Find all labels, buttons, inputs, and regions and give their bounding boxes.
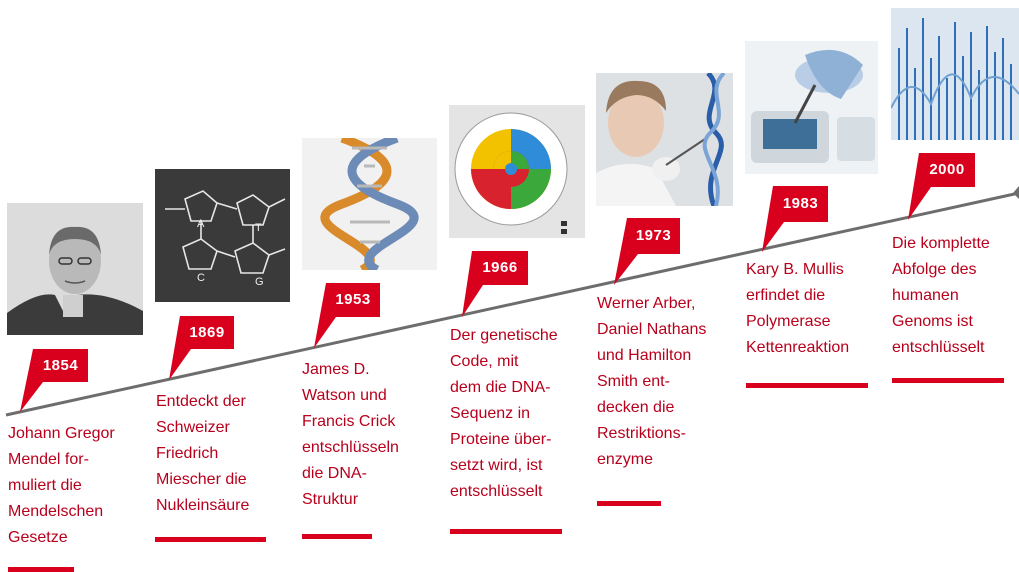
svg-text:G: G (255, 276, 264, 288)
photo-genome-sequence-chart (891, 8, 1019, 140)
underline-1966 (450, 529, 562, 534)
svg-text:C: C (197, 272, 205, 284)
year-label-2000: 2000 (929, 161, 965, 178)
photo-scientist-dna (596, 73, 733, 206)
svg-text:T: T (255, 222, 262, 234)
photo-chalkboard-structure: A T C G (155, 169, 290, 302)
underline-1854 (8, 567, 74, 572)
year-label-1966: 1966 (482, 259, 518, 276)
underline-1983 (746, 383, 868, 388)
caption-1953: James D. Watson und Francis Crick entsch… (302, 361, 399, 508)
year-badge-1966 (462, 251, 528, 317)
year-label-1854: 1854 (42, 357, 79, 374)
underline-2000 (892, 378, 1004, 383)
timeline-arrow-tip (1013, 186, 1019, 199)
year-label-1869: 1869 (189, 324, 225, 341)
caption-2000: Die komplette Abfolge des humanen Genoms… (892, 235, 990, 356)
svg-text:A: A (197, 218, 205, 230)
caption-1973: Werner Arber, Daniel Nathans und Hamilto… (597, 295, 707, 468)
caption-1966: Der genetische Code, mit dem die DNA- Se… (450, 327, 558, 500)
underline-1973 (597, 501, 661, 506)
year-badge-1973 (614, 218, 680, 285)
caption-1854: Johann Gregor Mendel for- muliert die Me… (8, 425, 115, 546)
underline-1869 (155, 537, 266, 542)
year-badge-1854 (20, 349, 88, 412)
underline-1953 (302, 534, 372, 539)
year-label-1953: 1953 (335, 291, 371, 308)
year-badge-2000 (908, 153, 975, 220)
year-badge-1983 (762, 186, 828, 252)
photo-mendel-portrait (7, 203, 143, 335)
timeline-line (5, 191, 1019, 417)
year-label-1983: 1983 (782, 195, 819, 212)
year-badge-1869 (169, 316, 234, 380)
photo-dna-helix (302, 138, 437, 270)
year-badge-1953 (314, 283, 380, 348)
caption-1983: Kary B. Mullis erfindet die Polymerase K… (746, 261, 850, 356)
photo-lab-pipetting (745, 41, 878, 174)
caption-1869: Entdeckt der Schweizer Friedrich Miesche… (156, 393, 250, 514)
year-label-1973: 1973 (635, 227, 672, 244)
photo-genetic-code-wheel (449, 105, 585, 238)
